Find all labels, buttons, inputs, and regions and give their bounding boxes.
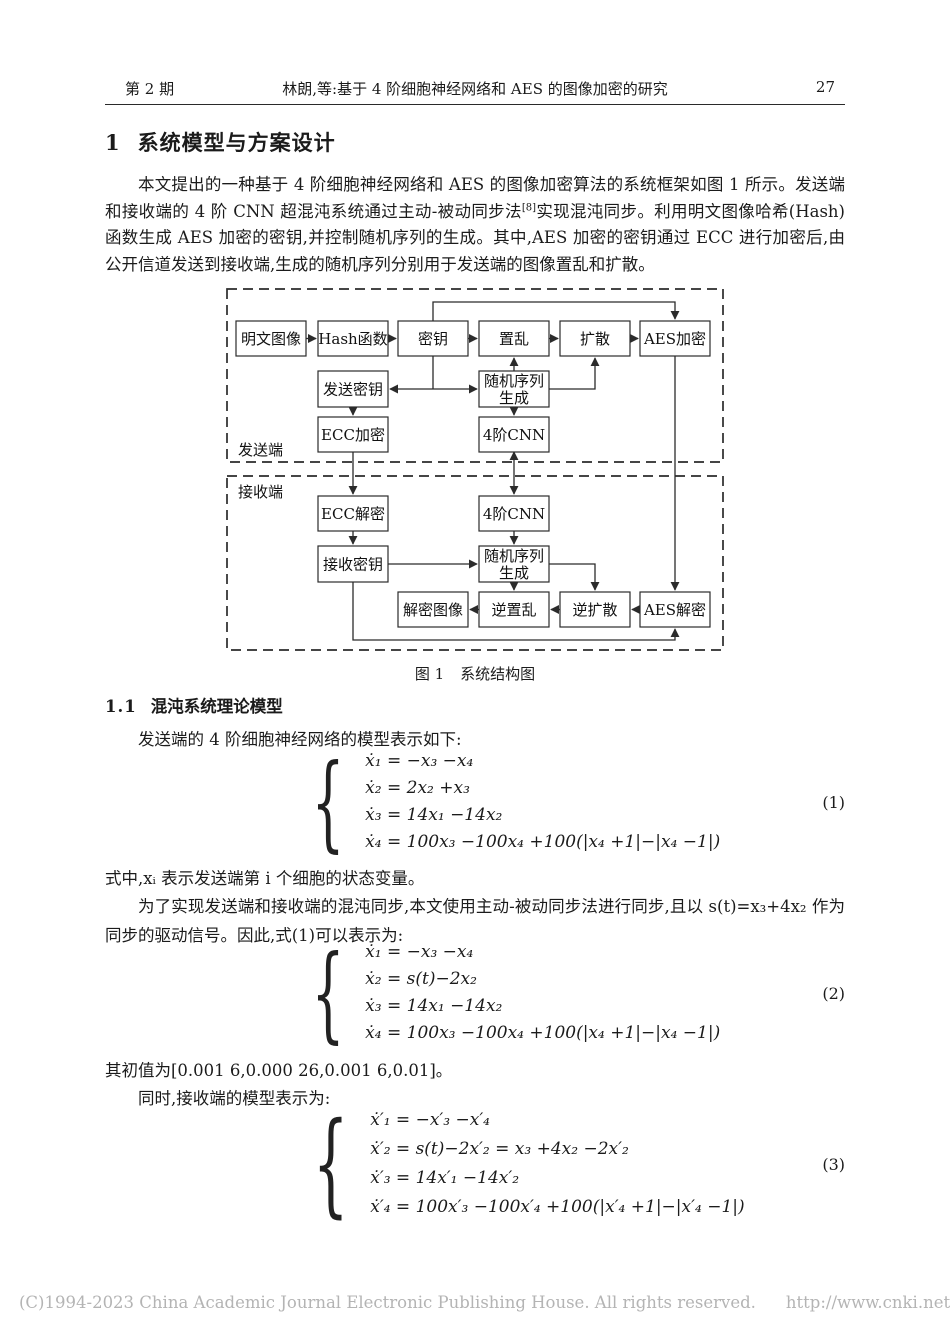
box-random-sequence-sender-line1: 随机序列 [484,372,544,390]
box-key: 密钥 [397,320,469,357]
box-cnn-receiver: 4阶CNN [478,495,550,532]
equation-3-number: (3) [822,1154,845,1174]
box-decrypt-image: 解密图像 [397,591,469,628]
page-header: 第 2 期 林朗,等:基于 4 阶细胞神经网络和 AES 的图像加密的研究 27 [105,78,845,100]
footer-url: http://www.cnki.net [785,1293,950,1312]
sender-zone-border [226,288,724,463]
equation-2-line-2: ẋ₂ = s(t)−2x₂ [365,969,477,989]
box-random-sequence-receiver: 随机序列 生成 [478,545,550,583]
equation-1-line-1: ẋ₁ = −x₃ −x₄ [365,751,474,771]
box-plain-image: 明文图像 [235,320,307,357]
intro-text-2: 实现混沌同步。利用明文图像哈希(Hash)函数生成 AES 加密的密钥,并控制随… [105,201,845,274]
intro-text-1: 本文提出的一种基于 4 阶细胞神经网络和 AES 的图像加密算法的系统框架如图 … [105,175,845,221]
model-intro-text: 发送端的 4 阶细胞神经网络的模型表示如下: [138,730,462,749]
box-ecc-encrypt: ECC加密 [317,416,389,453]
header-page-number: 27 [815,78,835,96]
box-decrypt-image-label: 解密图像 [403,601,463,619]
header-rule [105,104,845,105]
box-cnn-sender: 4阶CNN [478,416,550,453]
section-1-number: 1 [105,130,120,155]
equation-3-lines: ẋ′₁ = −x′₃ −x′₄ ẋ′₂ = s(t)−2x′₂ = x₃ +4x… [370,1106,744,1222]
equation-2-number: (2) [822,983,845,1003]
figure-1-caption-title: 系统结构图 [460,665,536,683]
equation-2-line-4: ẋ₄ = 100x₃ −100x₄ +100(|x₄ +1|−|x₄ −1|) [365,1023,721,1043]
page-footer: (C)1994-2023 China Academic Journal Elec… [19,1293,950,1312]
equation-3: { ẋ′₁ = −x′₃ −x′₄ ẋ′₂ = s(t)−2x′₂ = x₃ +… [105,1106,845,1222]
equation-1-brace: { [311,741,345,863]
box-ecc-encrypt-label: ECC加密 [321,426,385,444]
equation-3-line-2: ẋ′₂ = s(t)−2x′₂ = x₃ +4x₂ −2x′₂ [370,1139,629,1159]
box-receive-key-label: 接收密钥 [323,556,383,574]
equation-1-line-2: ẋ₂ = 2x₂ +x₃ [365,778,470,798]
box-ecc-decrypt-label: ECC解密 [321,505,385,523]
initial-values-text: 其初值为[0.001 6,0.000 26,0.001 6,0.01]。 [105,1061,453,1080]
box-inverse-diffuse-label: 逆扩散 [572,601,617,619]
equation-2-lines: ẋ₁ = −x₃ −x₄ ẋ₂ = s(t)−2x₂ ẋ₃ = 14x₁ −14… [365,939,720,1047]
box-aes-decrypt: AES解密 [639,591,711,628]
box-aes-decrypt-label: AES解密 [643,601,706,619]
section-1-title: 系统模型与方案设计 [137,130,336,155]
equation-3-line-1: ẋ′₁ = −x′₃ −x′₄ [370,1110,490,1130]
equation-1-line-3: ẋ₃ = 14x₁ −14x₂ [365,805,503,825]
section-1-1-number: 1.1 [105,697,137,716]
equation-1-lines: ẋ₁ = −x₃ −x₄ ẋ₂ = 2x₂ +x₃ ẋ₃ = 14x₁ −14x… [365,748,720,856]
box-scramble-label: 置乱 [499,330,529,348]
receiver-zone-label: 接收端 [238,483,283,501]
box-diffuse-label: 扩散 [580,330,610,348]
box-send-key: 发送密钥 [317,370,389,408]
box-key-label: 密钥 [418,330,448,348]
box-random-sequence-sender: 随机序列 生成 [478,370,550,408]
equation-2-brace: { [311,932,345,1054]
figure-1-caption-label: 图 1 [414,665,445,683]
header-running-title: 林朗,等:基于 4 阶细胞神经网络和 AES 的图像加密的研究 [282,80,668,98]
box-ecc-decrypt: ECC解密 [317,495,389,532]
box-diffuse: 扩散 [559,320,631,357]
equation-1-number: (1) [822,792,845,812]
box-hash-function: Hash函数 [317,320,389,357]
citation-ref-8: [8] [521,202,536,213]
box-cnn-receiver-label: 4阶CNN [483,505,545,523]
box-send-key-label: 发送密钥 [323,381,383,399]
equation-3-line-3: ẋ′₃ = 14x′₁ −14x′₂ [370,1168,520,1188]
equation-2-line-3: ẋ₃ = 14x₁ −14x₂ [365,996,503,1016]
box-inverse-scramble: 逆置乱 [478,591,550,628]
box-aes-encrypt-label: AES加密 [643,330,706,348]
box-scramble: 置乱 [478,320,550,357]
section-1-1-title: 混沌系统理论模型 [150,697,283,716]
equation-2-line-1: ẋ₁ = −x₃ −x₄ [365,942,474,962]
synchronization-paragraph: 为了实现发送端和接收端的混沌同步,本文使用主动-被动同步法进行同步,且以 s(t… [105,897,845,945]
box-inverse-diffuse: 逆扩散 [559,591,631,628]
after-equation-1-text: 式中,xᵢ 表示发送端第 i 个细胞的状态变量。 [105,869,425,888]
box-inverse-scramble-label: 逆置乱 [491,601,536,619]
figure-1-diagram: 发送端 接收端 [225,284,725,656]
receiver-zone-border [226,475,724,651]
box-random-sequence-sender-line2: 生成 [499,389,529,407]
equation-1-line-4: ẋ₄ = 100x₃ −100x₄ +100(|x₄ +1|−|x₄ −1|) [365,832,721,852]
box-plain-image-label: 明文图像 [241,330,301,348]
intro-paragraph: 本文提出的一种基于 4 阶细胞神经网络和 AES 的图像加密算法的系统框架如图 … [105,172,845,278]
header-issue: 第 2 期 [125,80,175,98]
box-receive-key: 接收密钥 [317,545,389,583]
section-1-1-heading: 1.1 混沌系统理论模型 [105,693,283,717]
box-cnn-sender-label: 4阶CNN [483,426,545,444]
figure-1-caption: 图 1 系统结构图 [105,663,845,684]
receiver-model-intro-text: 同时,接收端的模型表示为: [138,1089,331,1108]
equation-1: { ẋ₁ = −x₃ −x₄ ẋ₂ = 2x₂ +x₃ ẋ₃ = 14x₁ −1… [105,748,845,856]
box-hash-function-label: Hash函数 [318,330,387,348]
footer-copyright: (C)1994-2023 China Academic Journal Elec… [19,1293,756,1312]
equation-2: { ẋ₁ = −x₃ −x₄ ẋ₂ = s(t)−2x₂ ẋ₃ = 14x₁ −… [105,939,845,1047]
box-aes-encrypt: AES加密 [639,320,711,357]
section-1-heading: 1 系统模型与方案设计 [105,127,336,157]
equation-3-line-4: ẋ′₄ = 100x′₃ −100x′₄ +100(|x′₄ +1|−|x′₄ … [370,1197,745,1217]
box-random-sequence-receiver-line1: 随机序列 [484,547,544,565]
equation-3-brace: { [312,1099,349,1229]
box-random-sequence-receiver-line2: 生成 [499,564,529,582]
sender-zone-label: 发送端 [238,441,283,459]
